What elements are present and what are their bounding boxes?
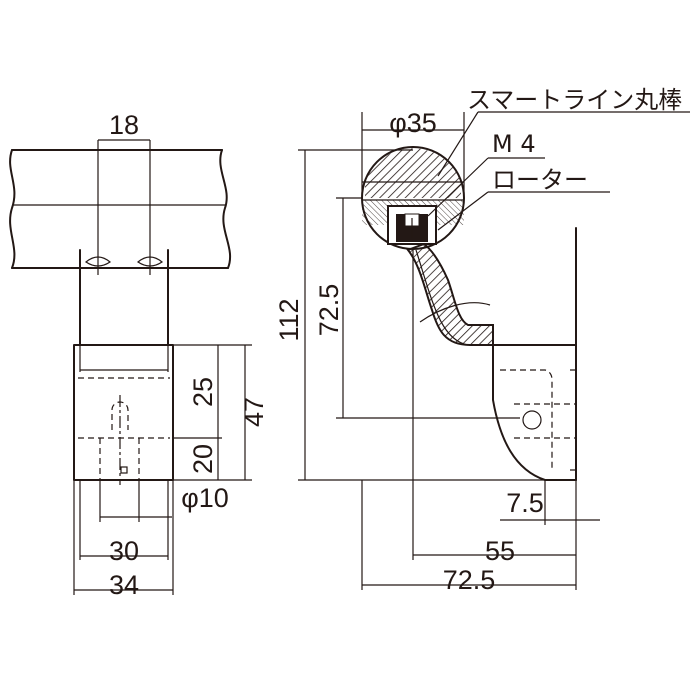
callout-screw: M 4: [492, 130, 536, 158]
dim-total-height: 47: [239, 397, 269, 427]
front-view-dimensions: 18 25 20 47 φ10 30 34: [73, 110, 269, 600]
bracket-lip: [79, 345, 169, 372]
side-view-dimensions: φ35 112 72.5 7.5 55 72.5: [274, 108, 600, 595]
dim-arm-height: 72.5: [314, 284, 344, 337]
nut-mark: [120, 466, 128, 474]
dim-reach: 55: [485, 536, 515, 566]
bracket-body: [73, 344, 174, 481]
dim-overall-height: 112: [274, 298, 304, 341]
callout-rotor: ローター: [492, 166, 588, 194]
side-view: [361, 146, 577, 481]
rail-section-hatch: [365, 148, 461, 198]
dim-offset: 7.5: [506, 488, 544, 518]
dim-outer-width: 34: [109, 570, 139, 600]
dim-hole-diameter: φ10: [181, 483, 229, 513]
rail-break-right: [219, 149, 232, 269]
screw-head-right: [136, 256, 164, 267]
bracket-arm: [406, 242, 494, 346]
dim-overall-width: 72.5: [443, 565, 496, 595]
dim-top-width: 18: [109, 110, 139, 140]
dim-upper-height: 25: [188, 377, 218, 407]
callout-rail: スマートライン丸棒: [467, 86, 682, 114]
dim-lower-height: 20: [188, 444, 218, 474]
dim-rail-diameter: φ35: [389, 108, 437, 138]
front-view: [9, 140, 232, 485]
rail-break-left: [9, 149, 16, 269]
bracket-base: [492, 344, 577, 481]
screw-head-left: [84, 256, 112, 267]
callouts: スマートライン丸棒 M 4 ローター: [427, 86, 690, 231]
dim-inner-width: 30: [109, 536, 139, 566]
